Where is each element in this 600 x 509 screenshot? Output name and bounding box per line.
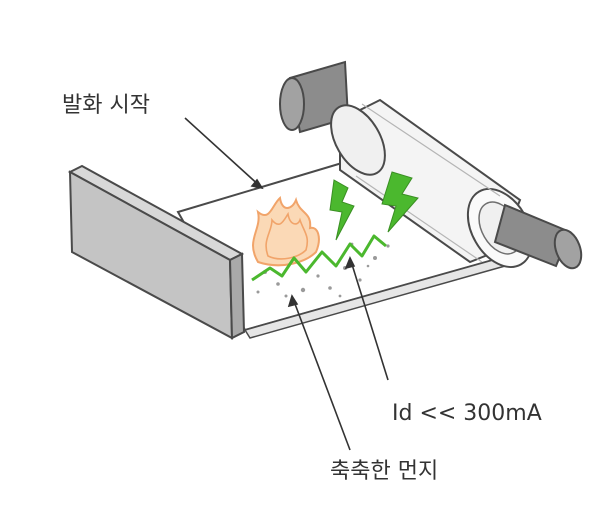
flame-icon xyxy=(252,196,320,267)
lightning-bolt-icon xyxy=(329,171,419,241)
spark-path xyxy=(251,234,387,282)
leader-lines xyxy=(184,117,389,451)
label-ignition-start: 발화 시작 xyxy=(62,93,150,118)
left-end-plate xyxy=(67,164,246,340)
front-roller-axle xyxy=(493,203,583,270)
label-damp-dust: 축축한 먼지 xyxy=(330,459,438,484)
label-current: Id << 300mA xyxy=(392,401,542,426)
